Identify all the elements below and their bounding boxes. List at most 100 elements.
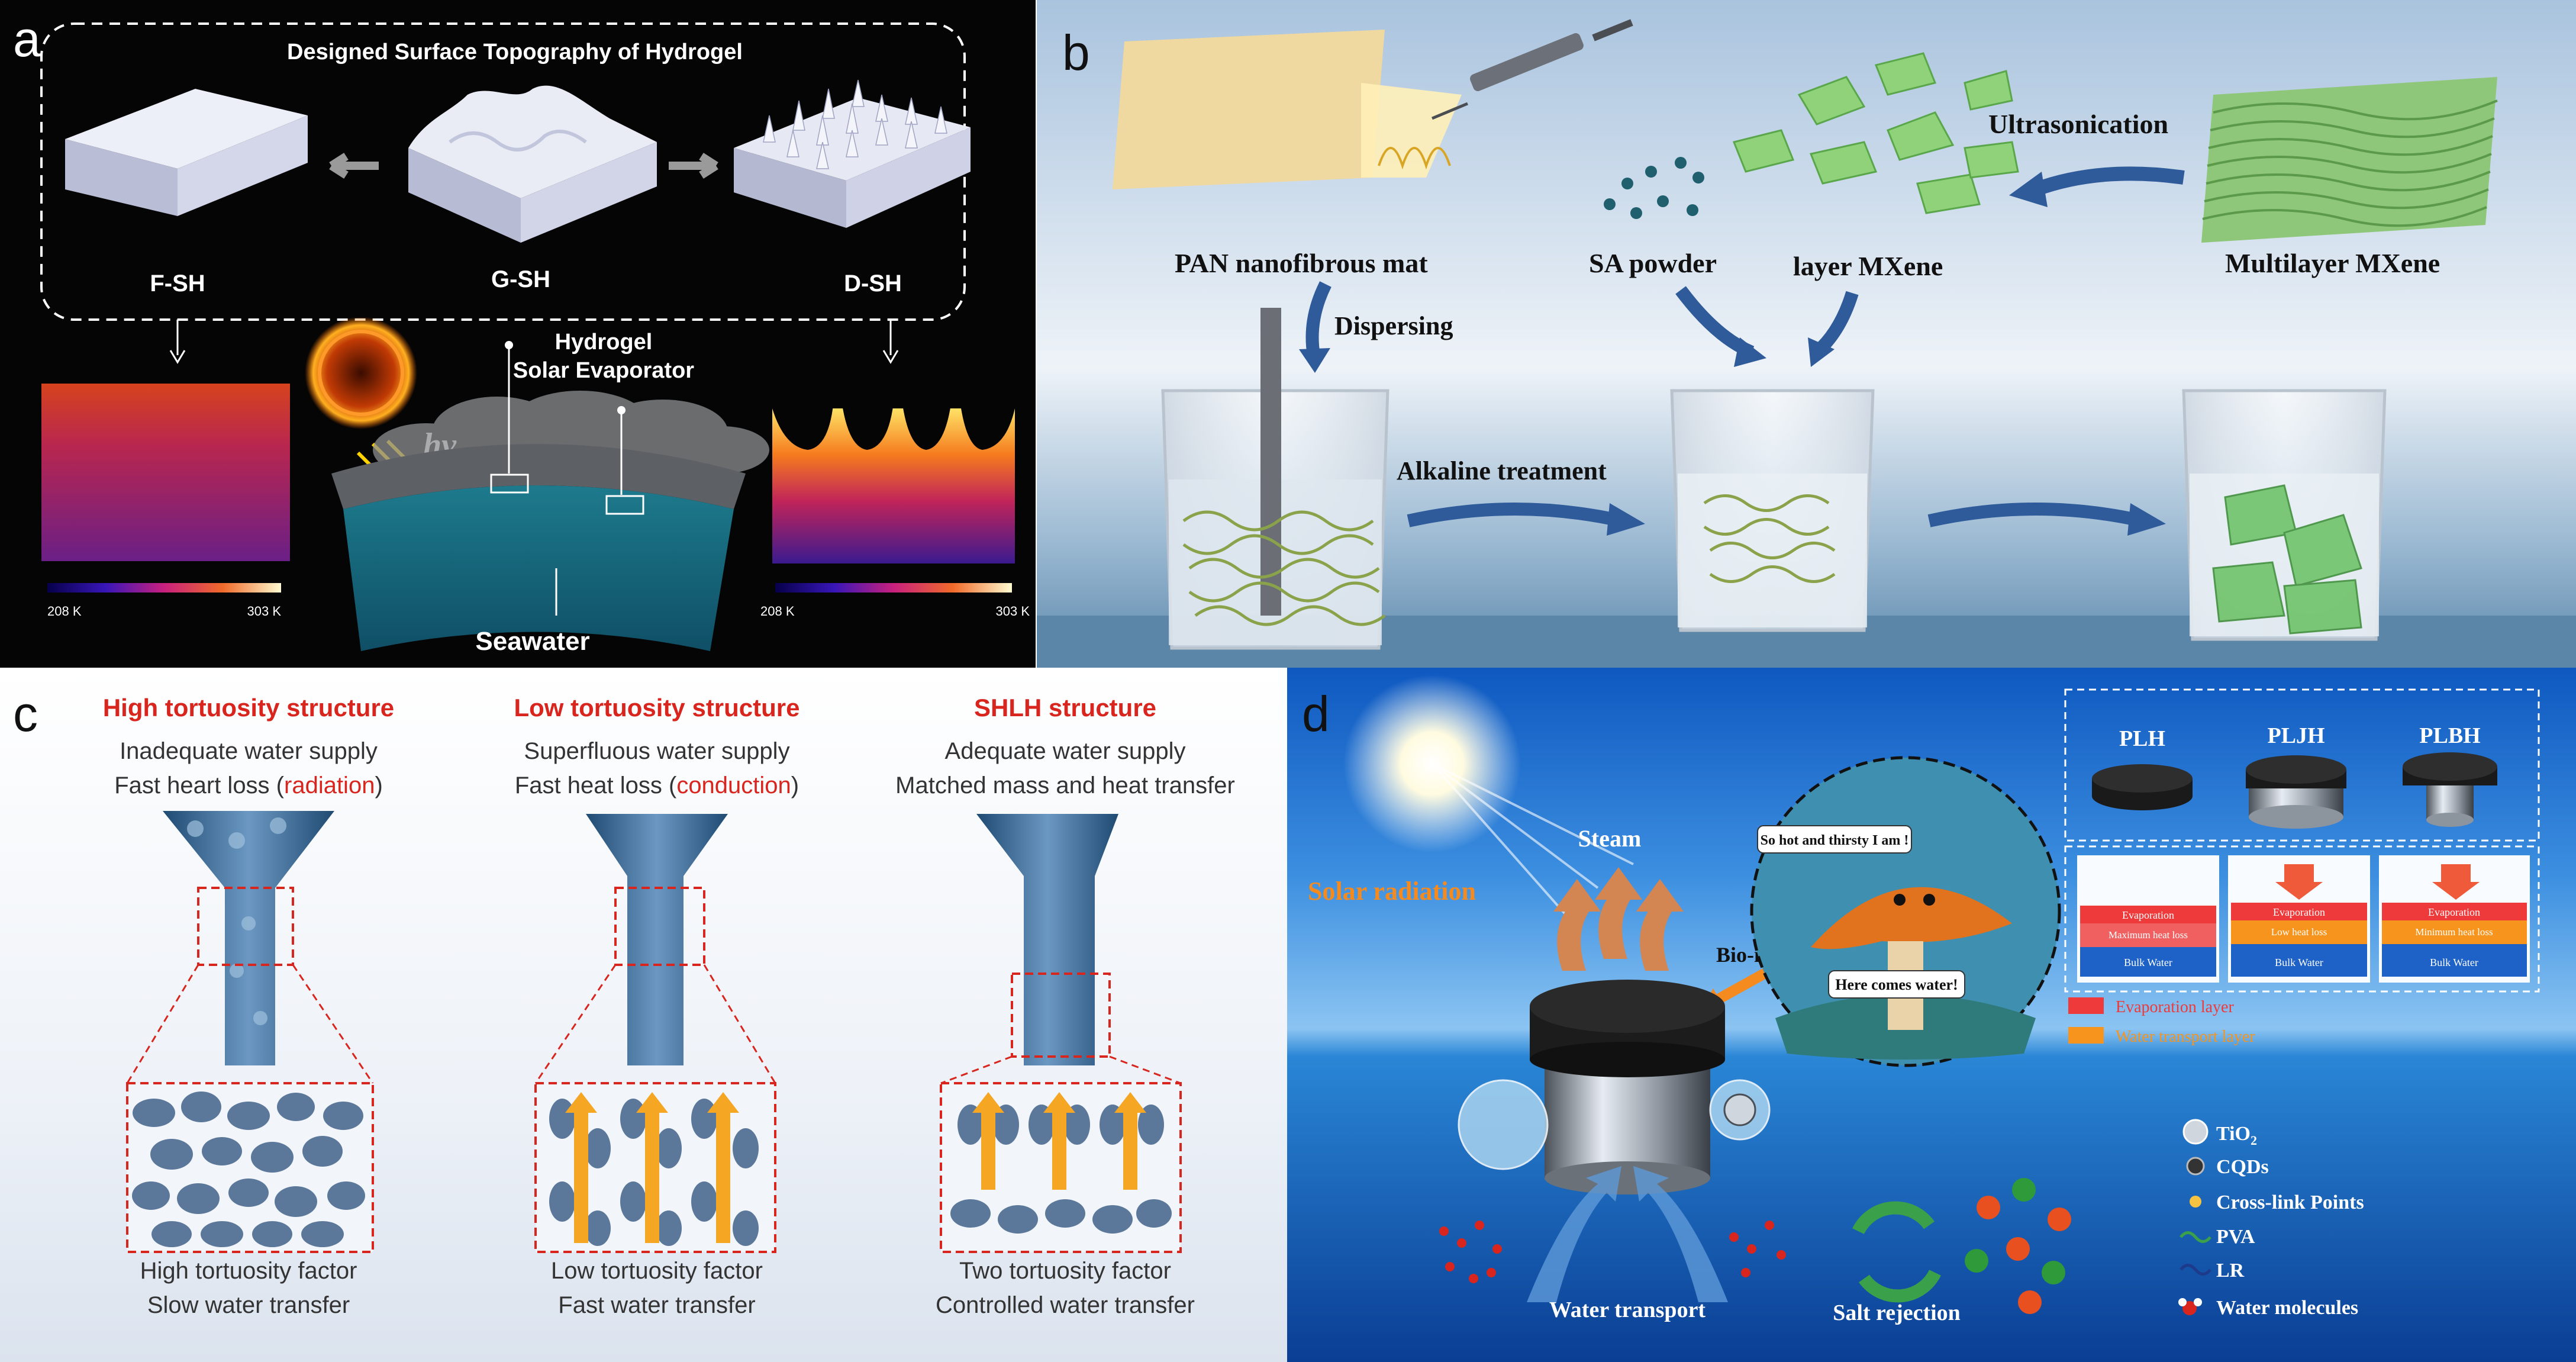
salt-rejection-icon <box>1852 1201 1941 1303</box>
plbh-disc <box>2403 752 2497 827</box>
heat-loss-1: Maximum heat loss <box>2108 929 2188 941</box>
legend-evap-swatch <box>2068 997 2104 1014</box>
col3-scaffold <box>976 814 1118 1065</box>
ultrasonication-arrow <box>2033 166 2185 197</box>
evaporator-types-box <box>2064 688 2540 842</box>
solar-radiation-label: Solar radiation <box>1308 877 1476 906</box>
water-molecule-icon <box>2178 1298 2202 1315</box>
bulk-small-3: Bulk Water <box>2430 957 2478 968</box>
heat-loss-3: Minimum heat loss <box>2415 926 2493 938</box>
evap-small-1: Evaporation <box>2122 909 2174 921</box>
col1-microstructure <box>126 1082 374 1253</box>
crosslink-icon <box>2190 1196 2201 1208</box>
beaker-3 <box>2182 389 2387 641</box>
col1-bottom2: Slow water transfer <box>147 1292 350 1318</box>
crosslink-label: Cross-link Points <box>2216 1192 2364 1213</box>
col2-bottom2: Fast water transfer <box>558 1292 755 1318</box>
panel-d-letter: d <box>1302 686 1330 742</box>
col3-line1: Adequate water supply <box>945 738 1186 764</box>
col1-line1: Inadequate water supply <box>120 738 378 764</box>
tio2-label: TiO2 <box>2216 1123 2257 1148</box>
seawater-body <box>343 485 734 651</box>
col3-microstructure <box>940 1082 1182 1253</box>
water-molecules-label: Water molecules <box>2216 1297 2358 1319</box>
legend-transport-label: Water transport layer <box>2116 1028 2255 1046</box>
type-plh: PLH <box>2119 726 2165 751</box>
col1-title: High tortuosity structure <box>103 694 394 722</box>
heat-loss-2: Low heat loss <box>2271 926 2327 938</box>
panel-b: b PAN nanofibrous mat Dispersing SA powd… <box>1037 0 2576 668</box>
col1-line2: Fast heart loss (radiation) <box>114 772 383 798</box>
mushroom-scene <box>1750 756 2061 1067</box>
speech-bubble-2: Here comes water! <box>1835 976 1958 993</box>
layer-diagram-box <box>2064 845 2540 993</box>
steam-label: Steam <box>1578 825 1642 852</box>
pan-nanofibrous-mat <box>1113 30 1385 189</box>
panel-a: a Designed Surface Topography of Hydroge… <box>0 0 1036 668</box>
seawater-label: Seawater <box>475 627 589 656</box>
lr-label: LR <box>2216 1260 2245 1281</box>
hydrogel-layer <box>331 444 746 509</box>
legend-evap-label: Evaporation layer <box>2116 998 2234 1016</box>
pan-mat-label: PAN nanofibrous mat <box>1175 248 1428 278</box>
gaussian-surface-hydrogel <box>408 85 657 243</box>
sa-powder-particles <box>1604 157 1704 219</box>
beaker-2 <box>1670 389 1875 632</box>
pljh-disc <box>2246 755 2346 829</box>
alkaline-label: Alkaline treatment <box>1397 456 1607 485</box>
scale-max-left: 303 K <box>247 604 282 619</box>
bulk-small-2: Bulk Water <box>2275 957 2323 968</box>
evap-small-3: Evaporation <box>2428 906 2480 918</box>
scale-max-right: 303 K <box>996 604 1030 619</box>
panel-c: c High tortuosity structure Inadequate w… <box>0 668 1287 1362</box>
arrow-left-icon <box>329 153 379 179</box>
label-f-sh: F-SH <box>150 271 205 297</box>
salt-rejection-label: Salt rejection <box>1833 1300 1961 1325</box>
topography-frame <box>40 22 966 321</box>
multilayer-mxene-label: Multilayer MXene <box>2225 248 2440 278</box>
thermal-map-flat <box>41 384 290 561</box>
col3-bottom2: Controlled water transfer <box>936 1292 1195 1318</box>
evaporator-label-1: Hydrogel <box>555 330 653 355</box>
tio2-icon <box>2182 1119 2209 1145</box>
water-transport-arrow <box>1527 1166 1621 1302</box>
water-transport-label: Water transport <box>1549 1297 1706 1322</box>
panel-d: d Solar radiation Steam Bio-inspired So … <box>1287 668 2576 1362</box>
scale-min-left: 208 K <box>47 604 82 619</box>
steam-arrows <box>1553 867 1684 971</box>
col2-microstructure <box>534 1082 776 1253</box>
color-scale-right <box>775 583 1012 593</box>
evaporator-label-2: Solar Evaporator <box>513 358 694 383</box>
panel-a-letter: a <box>13 11 41 67</box>
thermal-map-dotted <box>772 384 1015 564</box>
col2-line2: Fast heat loss (conduction) <box>515 772 799 798</box>
lr-icon <box>2180 1264 2211 1276</box>
dotted-surface-hydrogel <box>734 79 971 228</box>
syringe-icon <box>1432 19 1633 120</box>
sun-icon <box>305 317 417 429</box>
bulk-small-1: Bulk Water <box>2124 957 2172 968</box>
cqds-icon <box>2186 1157 2205 1176</box>
pva-icon <box>2180 1231 2211 1243</box>
col1-bottom1: High tortuosity factor <box>140 1258 357 1284</box>
col1-scaffold <box>163 811 334 1065</box>
col2-title: Low tortuosity structure <box>514 694 799 722</box>
topography-title: Designed Surface Topography of Hydrogel <box>287 40 743 65</box>
multilayer-mxene-stack <box>2201 77 2498 243</box>
pva-label: PVA <box>2216 1226 2255 1248</box>
speech-bubble-1: So hot and thirsty I am ! <box>1761 833 1909 848</box>
sa-powder-label: SA powder <box>1589 248 1717 278</box>
layer-mxene-label: layer MXene <box>1793 251 1943 281</box>
evap-small-2: Evaporation <box>2273 906 2325 918</box>
flat-surface-hydrogel <box>65 89 308 216</box>
layer-diagrams <box>2077 855 2530 983</box>
type-pljh: PLJH <box>2267 723 2324 748</box>
col3-line2: Matched mass and heat transfer <box>895 772 1235 798</box>
type-plbh: PLBH <box>2419 723 2480 748</box>
panel-b-letter: b <box>1062 25 1090 81</box>
col3-bottom1: Two tortuosity factor <box>959 1258 1171 1284</box>
evaporator-device <box>1530 980 1725 1194</box>
water-molecules-left <box>1439 1221 1786 1283</box>
plh-disc <box>2092 764 2193 810</box>
